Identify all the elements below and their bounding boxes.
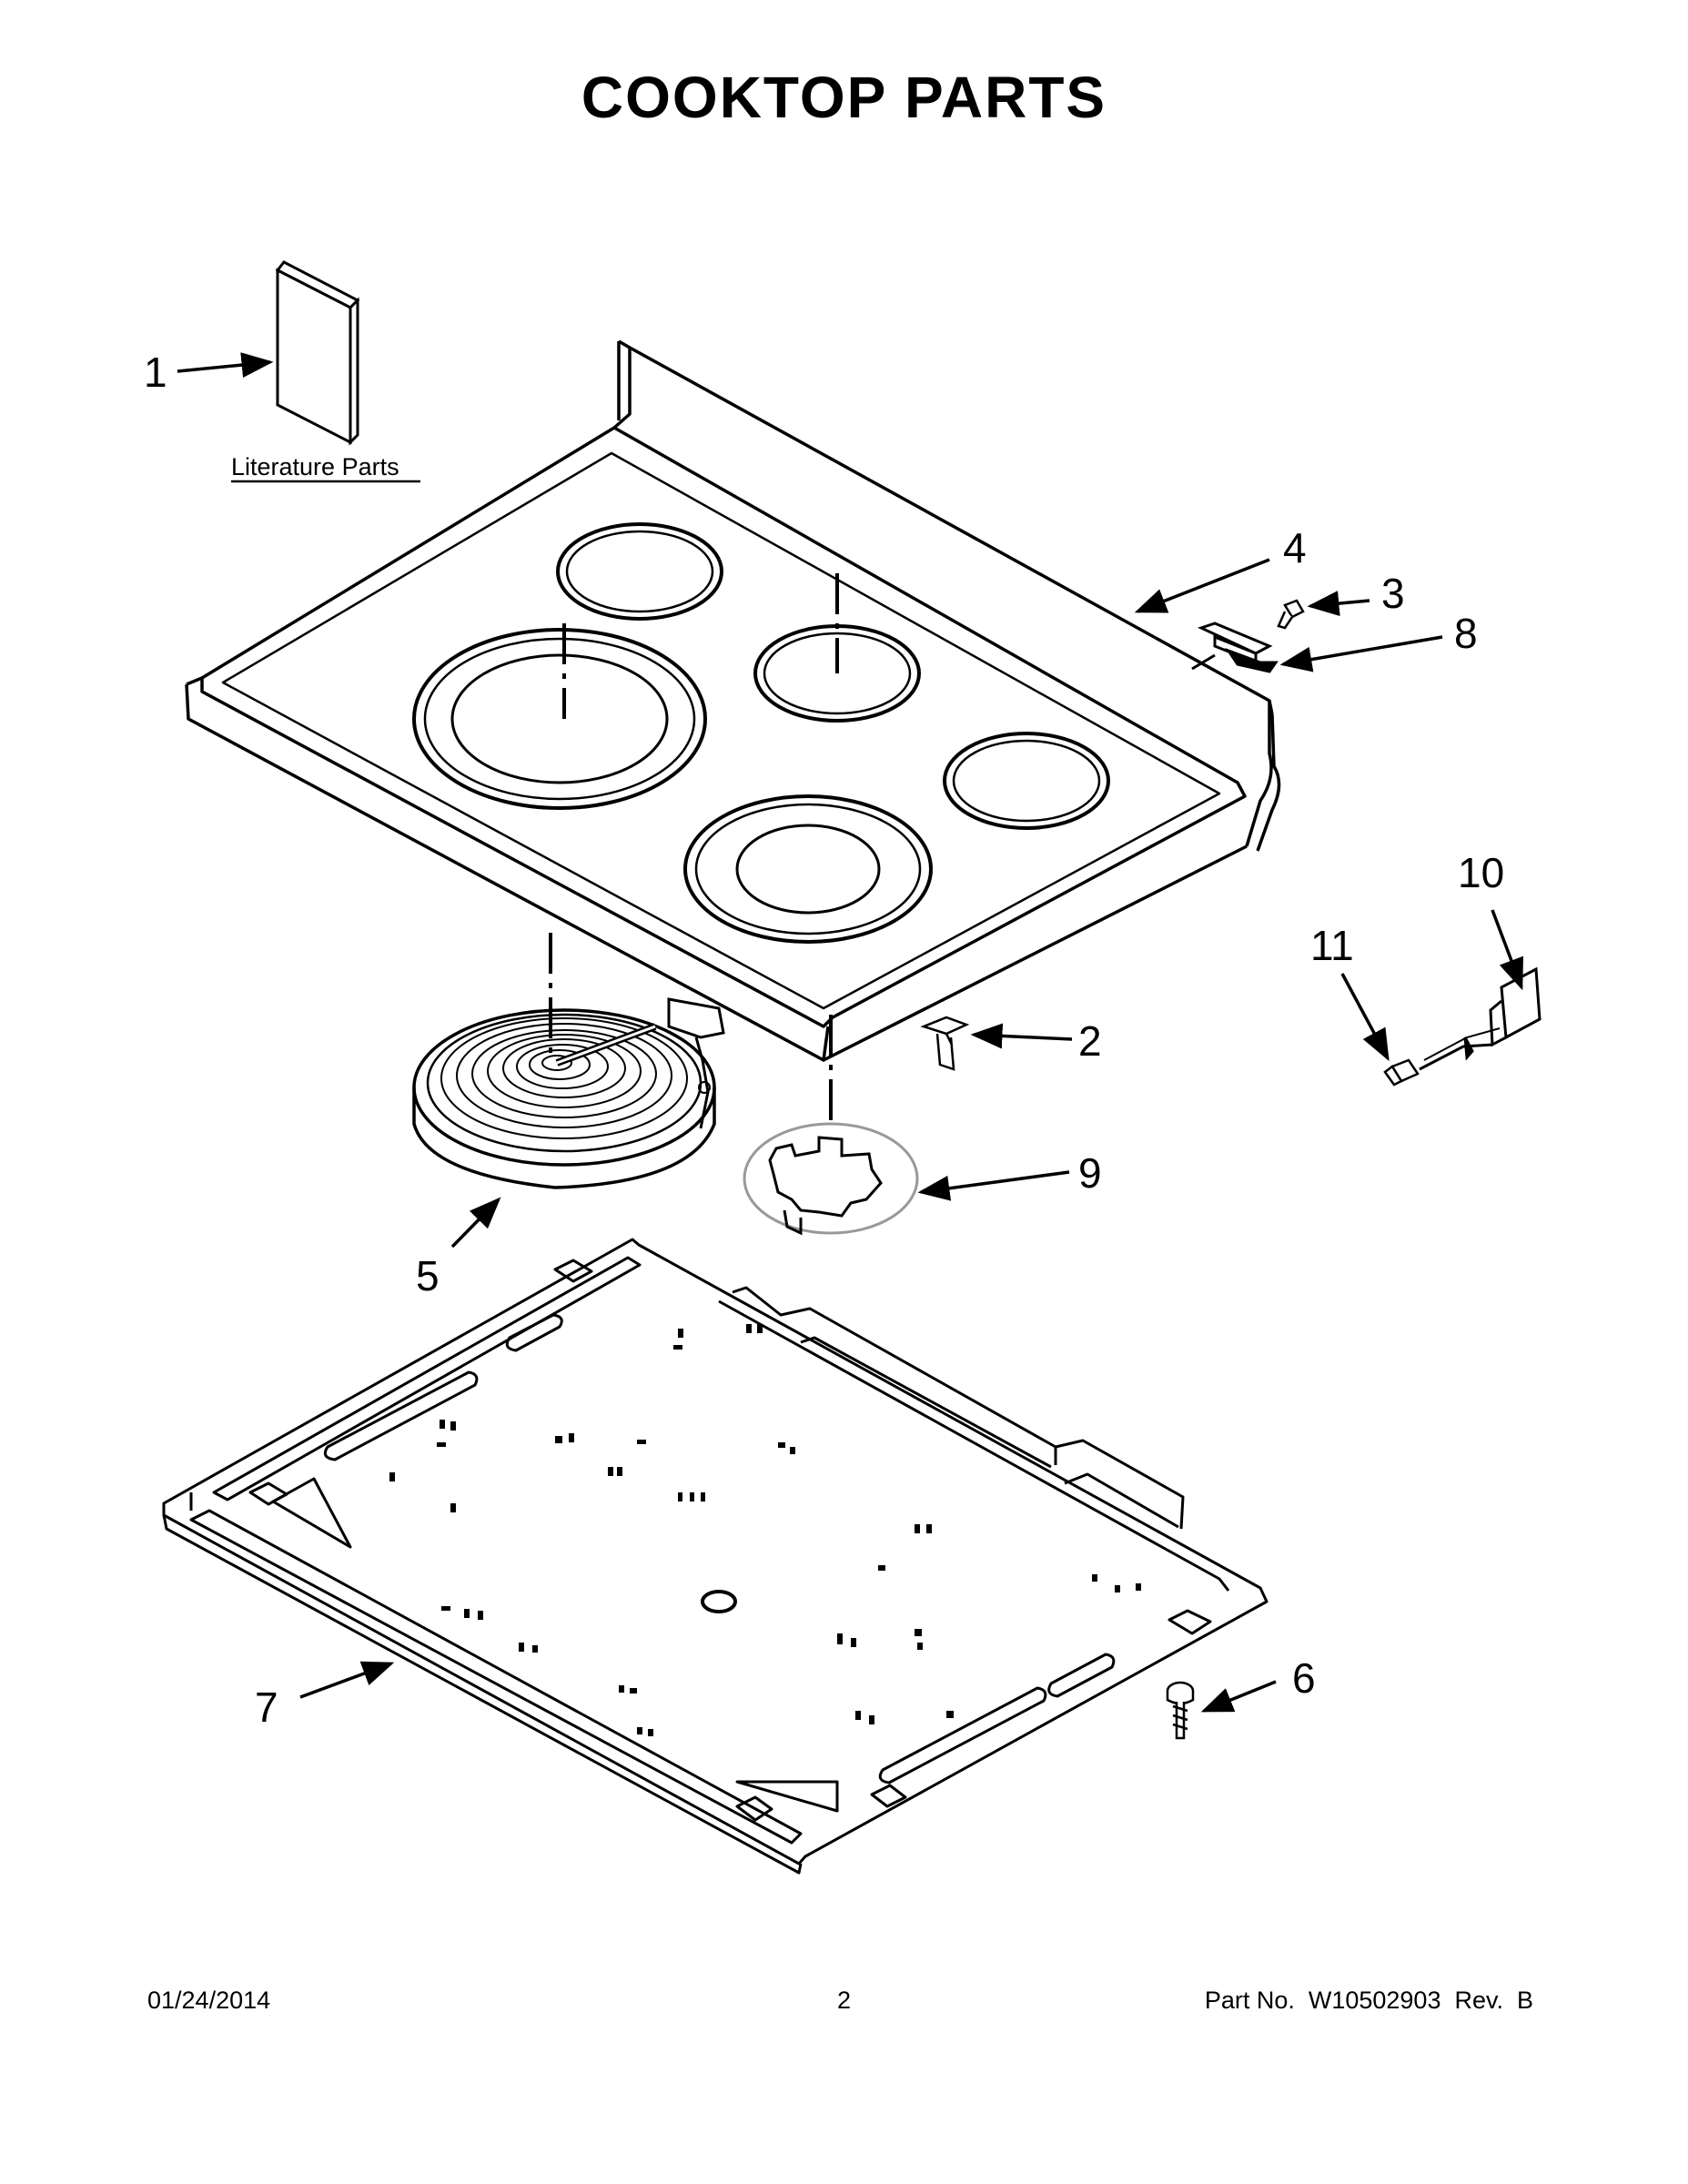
rear-left-burner-ring [556, 522, 723, 621]
mounting-screw-part-6 [1166, 1681, 1195, 1740]
leader-4 [1134, 558, 1270, 613]
cooktop-support-frame-part [162, 1238, 1269, 1875]
callout-1: 1 [144, 349, 167, 396]
leader-6 [1200, 1680, 1277, 1713]
screw-part-3 [1277, 599, 1305, 630]
frame-louvre-marks [389, 1324, 1141, 1736]
wire-connector-part [1383, 1058, 1420, 1087]
callout-5: 5 [416, 1252, 440, 1299]
leader-9 [917, 1170, 1070, 1201]
rear-right-burner-ring [943, 732, 1110, 830]
radiant-surface-element-part [412, 997, 725, 1189]
footer-part-number: Part No. W10502903 Rev. B [1204, 1987, 1533, 2014]
literature-parts-label: Literature Parts [231, 453, 399, 480]
page-title: COOKTOP PARTS [581, 65, 1107, 130]
callout-2: 2 [1078, 1017, 1102, 1065]
footer-page-number: 2 [836, 1987, 852, 2014]
callout-leaders [177, 352, 1524, 1713]
leader-8 [1279, 635, 1443, 672]
leader-10 [1491, 909, 1524, 991]
leader-3 [1307, 591, 1370, 617]
cooktop-burner-rings [412, 522, 1110, 944]
front-right-burner-ring [683, 794, 933, 944]
leader-11 [1340, 973, 1390, 1062]
leader-2 [970, 1023, 1073, 1049]
callout-6: 6 [1292, 1654, 1316, 1702]
callout-3: 3 [1381, 570, 1405, 617]
callout-9: 9 [1078, 1149, 1102, 1197]
callout-8: 8 [1454, 610, 1478, 657]
insulation-pad-part [743, 1122, 919, 1236]
callout-11: 11 [1310, 922, 1354, 969]
cooktop-glass-top-part [185, 339, 1281, 1062]
leader-5 [450, 1197, 501, 1249]
sensor-bracket-part [1191, 622, 1279, 673]
callout-4: 4 [1283, 524, 1307, 571]
cooktop-clip-part [920, 1016, 970, 1071]
leader-7 [299, 1661, 395, 1699]
callout-7: 7 [255, 1684, 278, 1731]
front-left-burner-ring [412, 628, 707, 810]
callout-10: 10 [1458, 849, 1504, 896]
literature-booklet-part [275, 260, 360, 446]
footer-date: 01/24/2014 [147, 1987, 271, 2014]
leader-1 [177, 352, 274, 379]
